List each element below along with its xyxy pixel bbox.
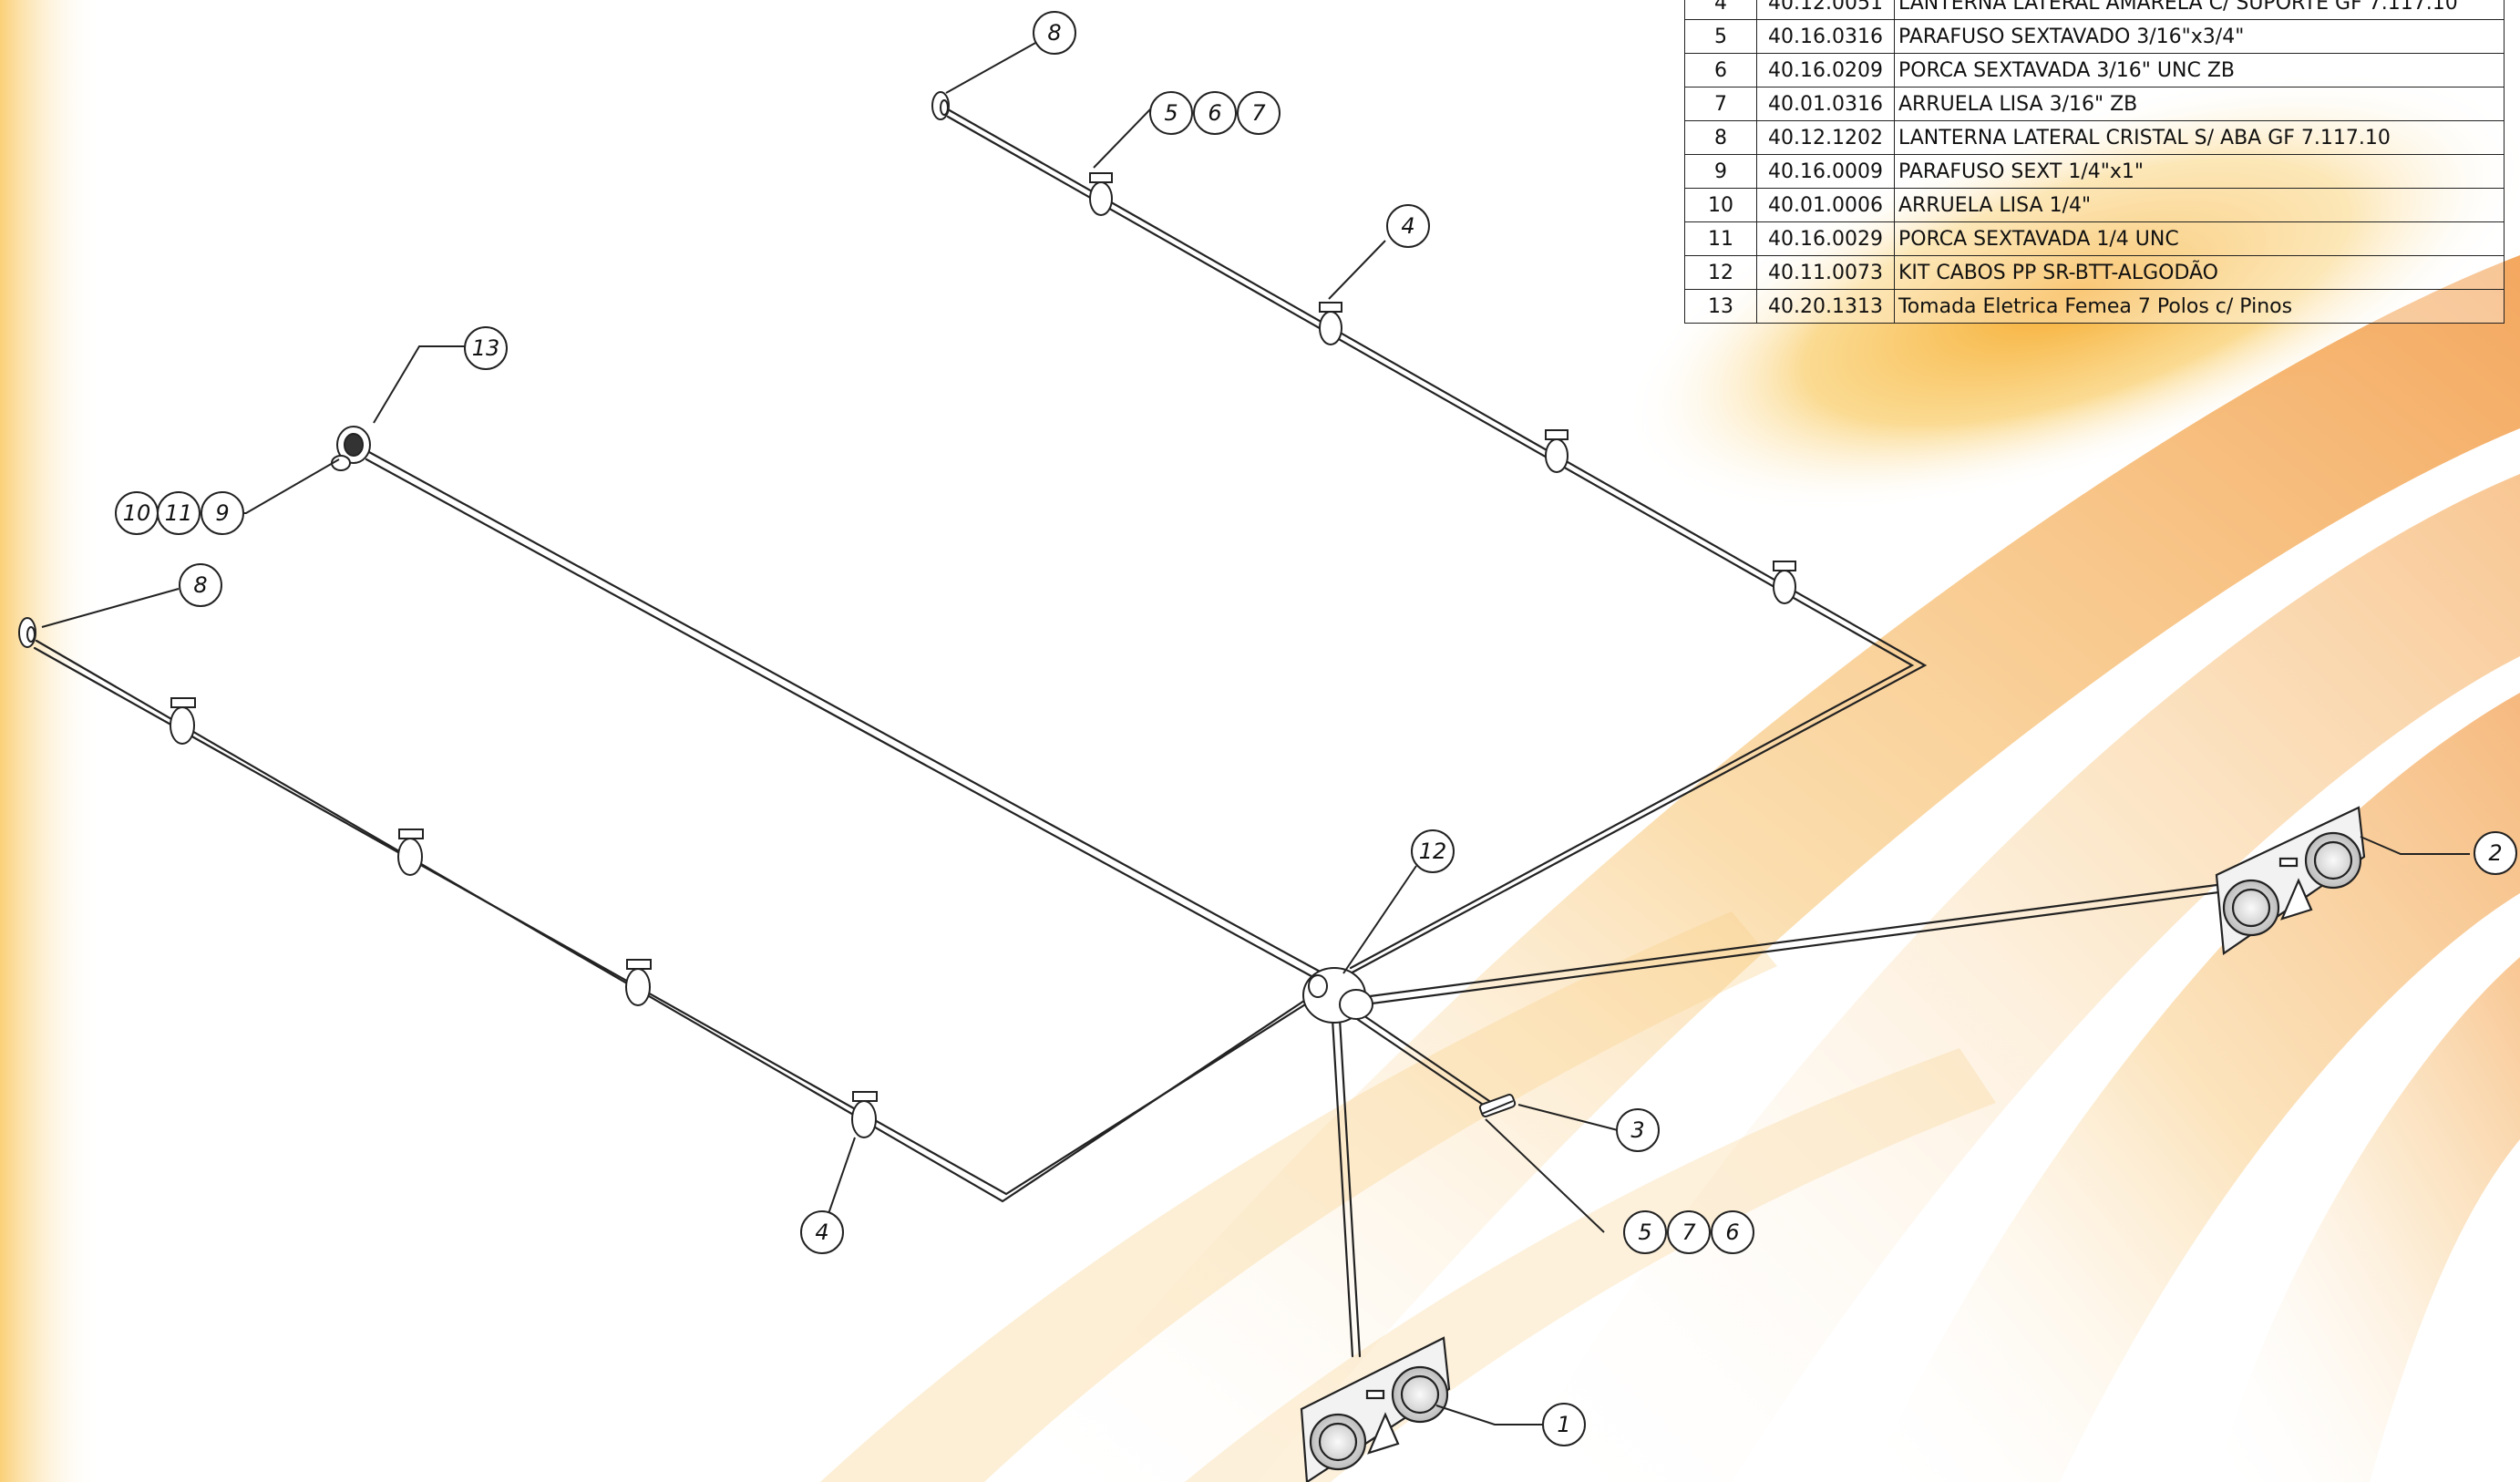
bom-item-number: 12	[1684, 255, 1757, 290]
svg-text:9: 9	[215, 500, 229, 526]
bom-description: Tomada Eletrica Femea 7 Polos c/ Pinos	[1894, 289, 2505, 324]
callout-3[interactable]: 3	[1616, 1108, 1660, 1152]
bom-part-code: 40.20.1313	[1756, 289, 1895, 324]
clamp-left-2	[397, 828, 424, 876]
socket-7-pole	[331, 426, 371, 471]
callout-1[interactable]: 1	[1542, 1403, 1586, 1446]
svg-text:5: 5	[1164, 100, 1178, 126]
callout-6-top[interactable]: 6	[1193, 91, 1237, 135]
callout-11[interactable]: 11	[157, 491, 201, 535]
svg-text:2: 2	[2488, 840, 2502, 866]
svg-text:13: 13	[472, 335, 500, 361]
bom-part-code: 40.01.0316	[1756, 87, 1895, 121]
side-lamp-clamps	[170, 172, 1796, 1138]
svg-text:1: 1	[1557, 1412, 1570, 1437]
bom-part-code: 40.16.0209	[1756, 53, 1895, 87]
clamp-top-3	[1545, 429, 1569, 473]
connector-plug	[1478, 1094, 1517, 1117]
clamp-top-1	[1089, 172, 1113, 216]
cable-junction	[1302, 967, 1373, 1024]
bom-description: PARAFUSO SEXTAVADO 3/16"x3/4"	[1894, 19, 2505, 54]
wiring-harness	[33, 108, 2227, 1358]
crystal-lamp-left	[18, 617, 36, 648]
clamp-left-4	[851, 1091, 878, 1138]
clamp-top-2	[1319, 302, 1342, 345]
svg-text:6: 6	[1208, 100, 1221, 126]
svg-text:3: 3	[1630, 1117, 1644, 1143]
bom-item-number: 11	[1684, 221, 1757, 256]
clamp-left-3	[625, 959, 652, 1006]
bom-part-code: 40.16.0316	[1756, 19, 1895, 54]
callout-5-top[interactable]: 5	[1149, 91, 1193, 135]
callout-9[interactable]: 9	[201, 491, 244, 535]
bom-part-code: 40.12.0051	[1756, 0, 1895, 20]
bom-part-code: 40.11.0073	[1756, 255, 1895, 290]
svg-text:6: 6	[1725, 1220, 1739, 1245]
crystal-lamp-top	[931, 91, 950, 120]
bom-description: KIT CABOS PP SR-BTT-ALGODÃO	[1894, 255, 2505, 290]
callout-13[interactable]: 13	[464, 326, 508, 370]
bom-part-code: 40.16.0029	[1756, 221, 1895, 256]
callout-7-top[interactable]: 7	[1237, 91, 1281, 135]
clamp-top-4	[1773, 561, 1796, 604]
callout-4-bottom[interactable]: 4	[800, 1210, 844, 1254]
bom-item-number: 5	[1684, 19, 1757, 54]
bom-part-code: 40.01.0006	[1756, 188, 1895, 222]
bom-item-number: 7	[1684, 87, 1757, 121]
bom-description: ARRUELA LISA 1/4"	[1894, 188, 2505, 222]
bom-item-number: 9	[1684, 154, 1757, 189]
callout-8-top[interactable]: 8	[1033, 11, 1076, 55]
svg-text:11: 11	[165, 500, 193, 526]
bom-part-code: 40.16.0009	[1756, 154, 1895, 189]
callout-5-bottom[interactable]: 5	[1623, 1210, 1667, 1254]
bom-part-code: 40.12.1202	[1756, 120, 1895, 155]
callout-12[interactable]: 12	[1411, 829, 1455, 873]
svg-text:5: 5	[1638, 1220, 1651, 1245]
callout-2[interactable]: 2	[2474, 831, 2517, 875]
bom-description: PARAFUSO SEXT 1/4"x1"	[1894, 154, 2505, 189]
svg-text:4: 4	[815, 1220, 828, 1245]
crystal-side-lamps	[18, 91, 950, 648]
callout-6-bottom[interactable]: 6	[1711, 1210, 1754, 1254]
bom-item-number: 10	[1684, 188, 1757, 222]
svg-text:8: 8	[1047, 20, 1061, 46]
svg-text:12: 12	[1419, 839, 1447, 864]
svg-text:7: 7	[1251, 100, 1266, 126]
bom-description: LANTERNA LATERAL CRISTAL S/ ABA GF 7.117…	[1894, 120, 2505, 155]
callout-4-top[interactable]: 4	[1386, 204, 1430, 248]
bom-item-number: 6	[1684, 53, 1757, 87]
svg-text:10: 10	[123, 500, 151, 526]
rear-lamp-right	[2215, 806, 2366, 955]
svg-text:8: 8	[193, 572, 207, 598]
svg-text:7: 7	[1682, 1220, 1696, 1245]
bom-item-number: 8	[1684, 120, 1757, 155]
bom-description: ARRUELA LISA 3/16" ZB	[1894, 87, 2505, 121]
clamp-left-1	[170, 697, 196, 745]
callout-balloons[interactable]: 8 5 6 7 4 13 10 11 9 8 12 2 3 4 5 7 6 1	[115, 11, 2517, 1446]
bom-item-number: 4	[1684, 0, 1757, 20]
callout-7-bottom[interactable]: 7	[1667, 1210, 1711, 1254]
bom-description: PORCA SEXTAVADA 1/4 UNC	[1894, 221, 2505, 256]
bom-description: LANTERNA LATERAL AMARELA C/ SUPORTE GF 7…	[1894, 0, 2505, 20]
bom-item-number: 13	[1684, 289, 1757, 324]
svg-text:4: 4	[1401, 213, 1414, 239]
callout-10[interactable]: 10	[115, 491, 159, 535]
callout-8-left[interactable]: 8	[179, 563, 222, 607]
bom-description: PORCA SEXTAVADA 3/16" UNC ZB	[1894, 53, 2505, 87]
rear-lamp-left	[1300, 1336, 1451, 1482]
